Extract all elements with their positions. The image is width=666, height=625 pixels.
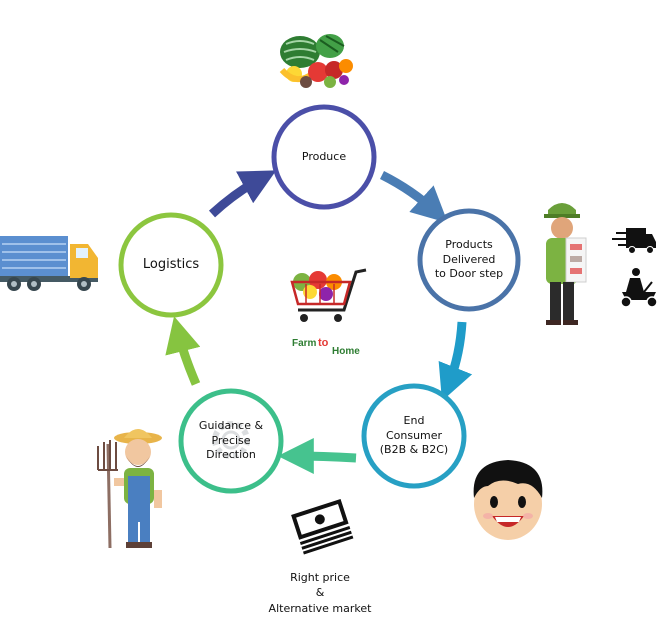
logo-home-text: Home bbox=[332, 346, 360, 357]
shopping-cart-icon bbox=[290, 268, 367, 322]
logo-farm-text: Farm bbox=[292, 338, 317, 349]
arrow-guidance-to-logistics bbox=[165, 316, 201, 386]
consumer-label: End Consumer (B2B & B2C) bbox=[369, 412, 459, 460]
scooter-icon bbox=[620, 268, 658, 308]
arrow-consumer-to-guidance bbox=[277, 438, 357, 475]
logistics-circle bbox=[118, 212, 224, 318]
logo-to-text: to bbox=[318, 337, 329, 349]
consumer-label-line1: End bbox=[403, 413, 425, 427]
guidance-label-line2: Precise bbox=[211, 433, 251, 447]
boy-face-icon bbox=[473, 460, 543, 540]
cycle-arrows bbox=[165, 170, 473, 475]
arrow-logistics-to-produce bbox=[208, 170, 277, 218]
caption-line2: & bbox=[315, 586, 325, 600]
arrow-delivered-to-consumer bbox=[438, 321, 473, 402]
consumer-label-line3: (B2B & B2C) bbox=[379, 443, 449, 457]
guidance-label-line1: Guidance & bbox=[198, 418, 264, 432]
produce-label-text: Produce bbox=[301, 149, 347, 163]
logistics-label: Logistics bbox=[126, 254, 216, 276]
delivered-label-line3: to Door step bbox=[434, 267, 504, 281]
caption-line1: Right price bbox=[290, 571, 350, 584]
consumer-circle bbox=[361, 383, 467, 489]
truck-icon bbox=[0, 236, 98, 291]
delivered-label: Products Delivered to Door step bbox=[424, 236, 514, 284]
bottom-caption: Right price & Alternative market bbox=[250, 570, 390, 616]
caption-line3: Alternative market bbox=[268, 601, 372, 615]
farmer-icon bbox=[97, 429, 162, 549]
logistics-label-text: Logistics bbox=[142, 257, 200, 273]
fruit-basket-icon bbox=[279, 34, 353, 88]
delivery-van-icon bbox=[612, 228, 656, 254]
guidance-circle bbox=[178, 388, 284, 494]
produce-label: Produce bbox=[279, 147, 369, 167]
arrow-produce-to-delivered bbox=[379, 170, 448, 223]
farm-to-home-logo: Farm to Home bbox=[292, 337, 360, 357]
money-stack-icon bbox=[291, 498, 354, 555]
consumer-label-line2: Consumer bbox=[385, 428, 443, 442]
delivery-man-icon bbox=[544, 203, 587, 325]
guidance-label-line3: Direction bbox=[206, 448, 256, 462]
delivered-label-line1: Products bbox=[445, 237, 493, 251]
gear-icon bbox=[212, 421, 250, 459]
delivered-label-line2: Delivered bbox=[442, 252, 496, 266]
guidance-label: Guidance & Precise Direction bbox=[186, 417, 276, 465]
produce-circle bbox=[271, 104, 377, 210]
delivered-circle bbox=[417, 208, 521, 312]
